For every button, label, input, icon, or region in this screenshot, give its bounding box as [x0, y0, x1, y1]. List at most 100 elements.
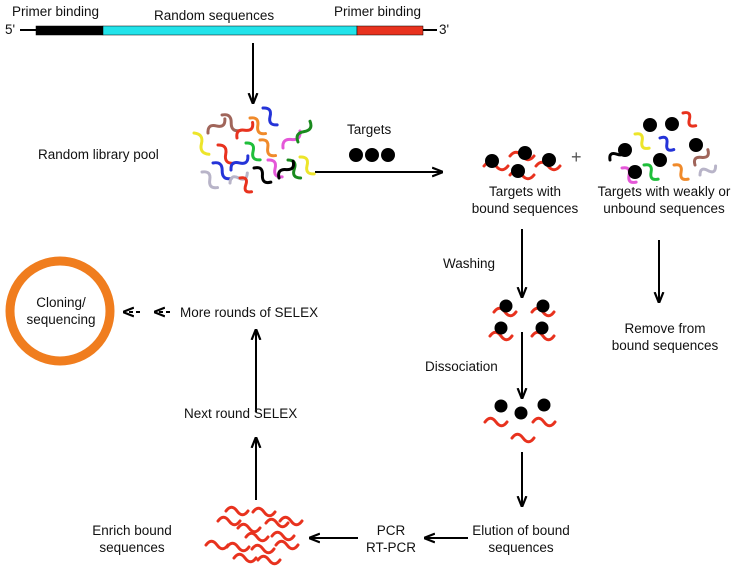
- cloning-circle: [5, 256, 115, 366]
- label-enrich-line2: sequences: [99, 540, 165, 555]
- free-sequence: [483, 416, 509, 428]
- bound-target: [485, 154, 499, 168]
- enriched-sequence: [274, 539, 300, 551]
- bound-target: [542, 153, 556, 167]
- weak-sequence: [672, 163, 690, 181]
- bound-target: [536, 299, 550, 313]
- enriched-sequence: [225, 541, 251, 553]
- label-targets-bound: Targets with bound sequences: [472, 183, 579, 217]
- target-icon: [381, 148, 395, 162]
- weak-sequence: [698, 164, 718, 177]
- targets-weak-group: [608, 111, 718, 184]
- pool-sequence-strand: [295, 119, 313, 144]
- unbound-target: [643, 118, 657, 132]
- enriched-sequence: [264, 517, 290, 529]
- library-strand: [20, 25, 437, 36]
- label-cloning-line1: Cloning/: [36, 295, 86, 310]
- unbound-target: [665, 117, 679, 131]
- unbound-target: [689, 138, 703, 152]
- label-targets-bound-line1: Targets with: [488, 184, 562, 199]
- pool-sequence-strand: [261, 106, 279, 127]
- label-random-library-pool: Random library pool: [38, 147, 159, 162]
- label-targets-weak-line2: unbound sequences: [603, 201, 725, 216]
- label-remove-line2: bound sequences: [611, 338, 719, 353]
- enriched-sequence: [256, 554, 282, 566]
- label-remove-line1: Remove from: [624, 321, 706, 336]
- enriched-sequence: [232, 552, 258, 564]
- label-targets-bound-line2: bound sequences: [471, 201, 579, 216]
- label-plus: +: [571, 147, 582, 167]
- enriched-sequence: [251, 506, 277, 518]
- random-library-pool: [192, 106, 316, 194]
- pool-sequence-strand: [298, 155, 316, 176]
- pool-sequence-strand: [277, 159, 296, 180]
- bound-target: [499, 299, 513, 313]
- pool-sequence-strand: [206, 117, 227, 135]
- targets-bound-group: [482, 146, 562, 181]
- enriched-sequence: [204, 539, 230, 551]
- flow-arrows: [124, 43, 659, 538]
- dissociated-group: [483, 398, 557, 444]
- pool-sequence-strand: [258, 138, 278, 158]
- label-pcr-line1: PCR: [376, 523, 406, 538]
- enriched-sequence: [250, 543, 276, 555]
- label-more-rounds: More rounds of SELEX: [180, 305, 319, 320]
- targets-icon-group: [349, 148, 395, 162]
- label-elution-line2: sequences: [488, 540, 554, 555]
- bound-sequence: [530, 330, 556, 342]
- bound-target: [535, 321, 549, 335]
- label-enrich-line1: Enrich bound: [92, 523, 172, 538]
- target-icon: [365, 148, 379, 162]
- enriched-sequences-group: [204, 505, 304, 566]
- pool-sequence-strand: [211, 161, 233, 181]
- pool-sequence-strand: [238, 176, 254, 194]
- target-icon: [349, 148, 363, 162]
- pool-sequence-strand: [200, 170, 220, 190]
- enriched-sequence: [244, 531, 270, 543]
- primer-binding-right-segment: [356, 25, 424, 36]
- label-elution-line1: Elution of bound: [472, 523, 570, 538]
- label-targets-weak: Targets with weakly or unbound sequences: [598, 183, 731, 217]
- washed-complexes-group: [488, 299, 556, 342]
- bound-sequence: [488, 330, 514, 342]
- label-cloning: Cloning/ sequencing: [26, 294, 95, 328]
- enriched-sequence: [224, 505, 250, 517]
- label-five-prime: 5': [5, 22, 16, 37]
- label-targets-weak-line1: Targets with weakly or: [597, 184, 731, 199]
- label-pcr-line2: RT-PCR: [365, 540, 417, 555]
- bound-target: [518, 146, 532, 160]
- label-targets: Targets: [347, 122, 392, 137]
- label-random-sequences: Random sequences: [154, 8, 275, 23]
- free-sequence: [510, 432, 536, 444]
- unbound-target: [628, 165, 642, 179]
- free-target: [494, 399, 508, 413]
- weak-sequence: [681, 111, 698, 128]
- pool-sequence-strand: [220, 113, 242, 133]
- enriched-sequence: [216, 515, 242, 527]
- label-three-prime: 3': [439, 22, 450, 37]
- enriched-sequence: [270, 530, 296, 542]
- pool-sequence-strand: [229, 154, 250, 172]
- free-target: [514, 406, 528, 420]
- pool-sequence-strand: [235, 120, 255, 140]
- label-next-round: Next round SELEX: [184, 406, 298, 421]
- free-sequence: [531, 416, 557, 428]
- label-pcr: PCR RT-PCR: [366, 522, 416, 556]
- enriched-sequence: [278, 515, 304, 527]
- pool-sequence-strand: [281, 129, 302, 150]
- pool-sequence-strand: [216, 143, 235, 165]
- label-primer-binding-left: Primer binding: [12, 4, 100, 19]
- primer-binding-left-segment: [35, 25, 104, 36]
- label-enrich: Enrich bound sequences: [92, 522, 172, 556]
- enriched-sequence: [236, 522, 262, 534]
- label-elution: Elution of bound sequences: [472, 522, 570, 556]
- label-remove: Remove from bound sequences: [612, 320, 719, 354]
- pool-sequence-strand: [248, 116, 268, 136]
- label-cloning-line2: sequencing: [26, 312, 96, 327]
- free-target: [537, 398, 551, 412]
- pool-sequence-strand: [252, 166, 273, 185]
- weak-sequence: [692, 148, 710, 167]
- unbound-target: [618, 143, 632, 157]
